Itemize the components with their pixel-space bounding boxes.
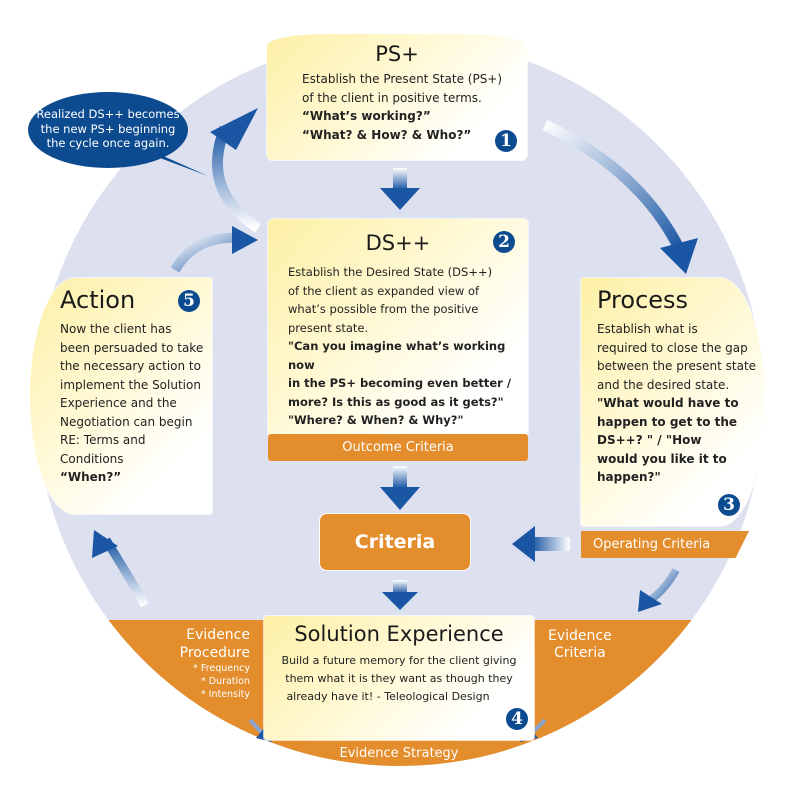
arrow-ps-to-process [542,120,698,274]
step-solution-text: Build a future memory for the client giv… [281,654,517,703]
evidence-procedure-label: Evidence Procedure * Frequency * Duratio… [179,627,250,700]
outcome-criteria-bar: Outcome Criteria [268,434,528,461]
step-process-box: Process Establish what is required to cl… [581,278,765,526]
arrow-cycle-back-to-ps [210,108,262,233]
arrow-criteria-to-solution [382,580,418,610]
step-number-5-icon: 5 [178,290,200,312]
step-ps-title: PS+ [375,42,419,66]
step-ps-text: Establish the Present State (PS+) of the… [302,72,503,142]
step-number-3-icon: 3 [718,494,740,516]
criteria-box: Criteria [320,514,470,570]
evidence-criteria-label: Evidence Criteria [548,628,612,661]
step-solution-box: Solution Experience Build a future memor… [264,616,534,740]
arrow-ds-to-criteria [380,466,420,510]
arrow-to-action [92,530,149,608]
step-number-1-icon: 1 [495,130,517,152]
step-action-title: Action [60,286,136,314]
step-action-text: Now the client has been persuaded to tak… [60,322,204,484]
step-solution-title: Solution Experience [294,622,504,646]
speech-bubble-text: Realized DS++ becomes the new PS+ beginn… [36,107,180,150]
arrow-operating-to-criteria [512,526,570,562]
step-ds-title: DS++ [365,231,431,255]
step-number-2-icon: 2 [493,231,515,253]
evidence-strategy-bar: Evidence Strategy [339,746,459,761]
step-number-4-icon: 4 [506,708,528,730]
step-action-box: Action Now the client has been persuaded… [30,278,212,514]
step-process-text: Establish what is required to close the … [597,322,757,484]
step-process-title: Process [597,286,689,314]
operating-criteria-bar: Operating Criteria [581,531,749,558]
arrow-action-to-ds [170,226,258,273]
arrow-to-evidence-criteria [638,568,680,612]
speech-bubble [28,92,208,176]
arrow-ps-to-ds [380,168,420,210]
step-ps-box: PS+ Establish the Present State (PS+) of… [267,34,527,160]
step-ds-text: Establish the Desired State (DS++) of th… [288,265,512,427]
step-ds-box: DS++ Establish the Desired State (DS++) … [268,219,528,437]
